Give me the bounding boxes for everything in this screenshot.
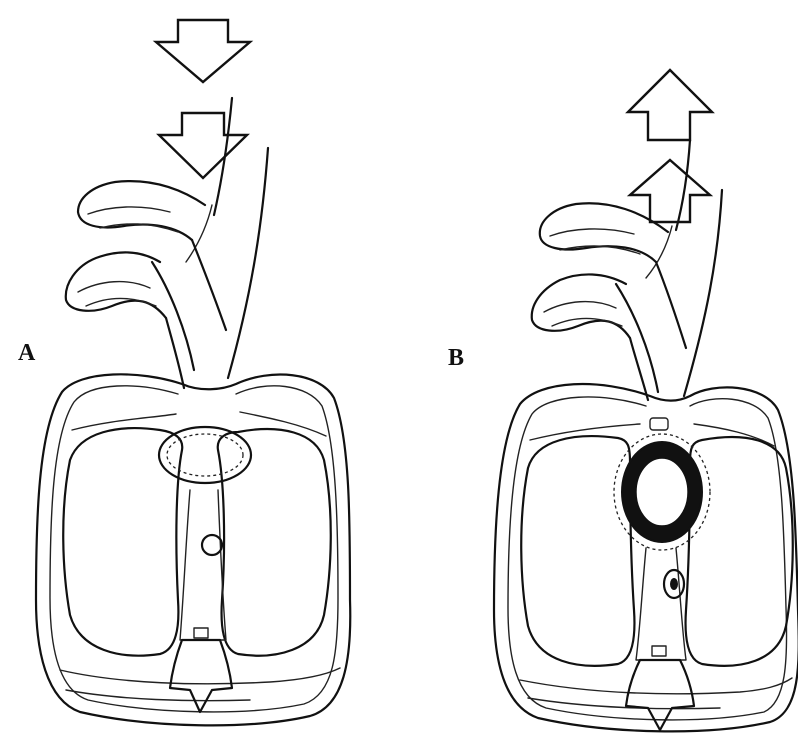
hand-upper-b [540,203,686,348]
left-lung-a [63,428,182,656]
right-lung-a [218,429,331,656]
panel-b [494,70,798,731]
hand-lower-a [66,252,194,388]
up-arrow-bottom-icon [630,160,710,222]
down-arrow-top-icon [156,20,250,82]
chest-cross-section-b [494,384,798,731]
panel-b-label: B [448,345,464,372]
heart-compressed-a [159,427,251,483]
down-arrow-bottom-icon [159,113,247,178]
chest-cross-section-a [36,374,350,725]
up-arrow-top-icon [628,70,712,140]
aorta-a [202,535,222,555]
right-lung-b [686,437,793,666]
panel-a [36,20,350,725]
panel-a-label: A [18,340,35,367]
hand-lower-b [532,274,658,400]
